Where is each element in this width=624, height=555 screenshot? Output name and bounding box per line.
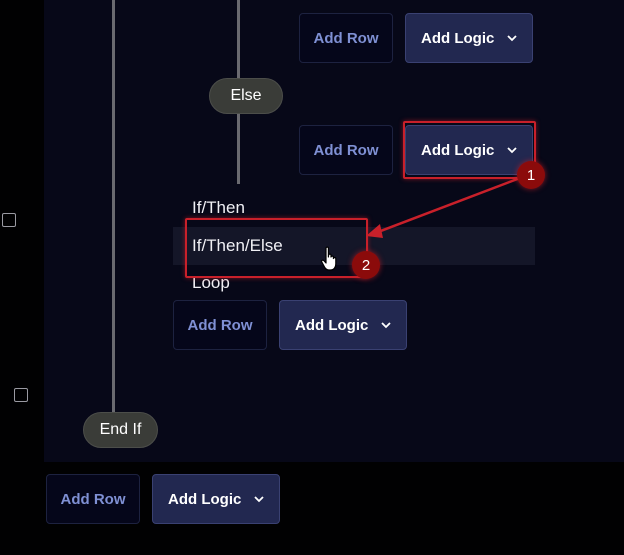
- else-label-pill: Else: [209, 78, 283, 114]
- add-logic-label: Add Logic: [421, 29, 495, 47]
- menu-item-label: If/Then: [192, 198, 245, 217]
- add-logic-label: Add Logic: [295, 316, 369, 334]
- end-if-label: End If: [99, 421, 142, 438]
- add-row-label: Add Row: [313, 141, 379, 159]
- add-row-label: Add Row: [313, 29, 379, 47]
- menu-item-label: If/Then/Else: [192, 236, 283, 255]
- add-row-label: Add Row: [187, 316, 253, 334]
- step-marker-label: 2: [361, 256, 371, 274]
- add-row-button[interactable]: Add Row: [299, 13, 393, 63]
- end-if-label-pill: End If: [83, 412, 158, 448]
- step-marker-2: 2: [352, 251, 380, 279]
- add-logic-button[interactable]: Add Logic: [405, 13, 533, 63]
- else-label: Else: [230, 87, 262, 104]
- row-checkbox-1[interactable]: [2, 213, 16, 227]
- menu-item-if-then[interactable]: If/Then: [173, 189, 535, 227]
- hand-pointer-icon: [321, 246, 337, 271]
- chevron-down-icon: [253, 494, 265, 504]
- add-logic-label: Add Logic: [168, 490, 242, 508]
- highlight-menu-item: [185, 218, 368, 278]
- row-checkbox-2[interactable]: [14, 388, 28, 402]
- branch-line-left: [112, 0, 115, 418]
- chevron-down-icon: [380, 320, 392, 330]
- step-marker-1: 1: [517, 161, 545, 189]
- add-row-label: Add Row: [60, 490, 126, 508]
- highlight-add-logic: [403, 121, 536, 179]
- step-marker-label: 1: [526, 166, 536, 184]
- chevron-down-icon: [506, 145, 518, 155]
- add-logic-button[interactable]: Add Logic: [152, 474, 280, 524]
- add-row-button[interactable]: Add Row: [46, 474, 140, 524]
- add-logic-button[interactable]: Add Logic: [405, 125, 533, 175]
- add-row-button[interactable]: Add Row: [173, 300, 267, 350]
- add-row-button[interactable]: Add Row: [299, 125, 393, 175]
- add-logic-button[interactable]: Add Logic: [279, 300, 407, 350]
- chevron-down-icon: [506, 33, 518, 43]
- add-logic-label: Add Logic: [421, 141, 495, 159]
